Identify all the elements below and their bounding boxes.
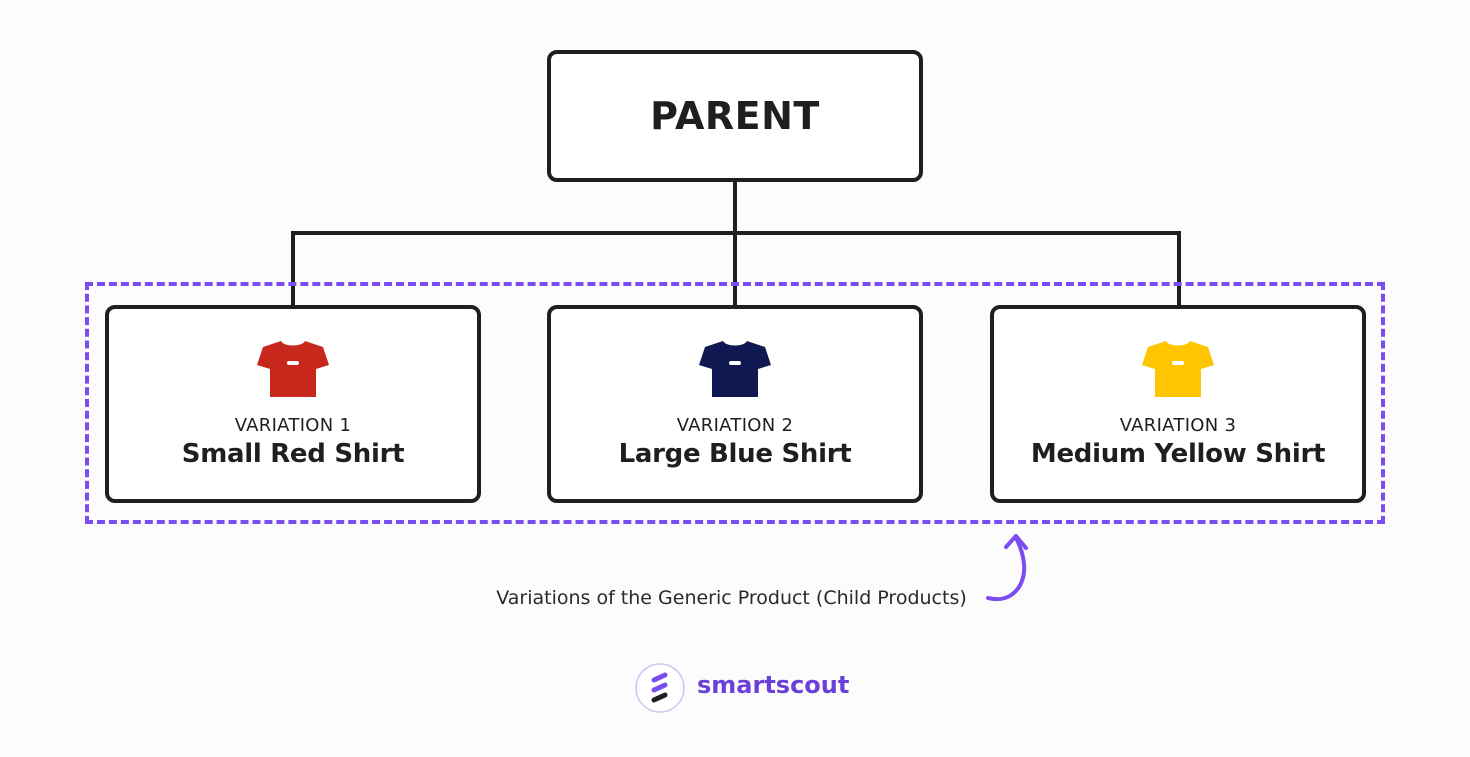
child-products-group-outline xyxy=(85,282,1385,524)
variation-name: Large Blue Shirt xyxy=(618,439,852,469)
variation-label: VARIATION 3 xyxy=(1119,415,1237,436)
t-shirt-icon xyxy=(699,341,771,397)
variation-name: Small Red Shirt xyxy=(181,439,405,469)
child-node-2: VARIATION 2 Large Blue Shirt xyxy=(547,305,923,503)
child-node-1: VARIATION 1 Small Red Shirt xyxy=(105,305,481,503)
parent-node: PARENT xyxy=(547,50,923,182)
t-shirt-icon xyxy=(257,341,329,397)
variation-name: Medium Yellow Shirt xyxy=(1030,439,1326,469)
t-shirt-icon xyxy=(1142,341,1214,397)
group-caption: Variations of the Generic Product (Child… xyxy=(496,587,967,609)
brand-name: smartscout xyxy=(697,671,850,699)
smartscout-logo-icon xyxy=(635,663,685,713)
parent-label: PARENT xyxy=(650,94,820,138)
variation-label: VARIATION 2 xyxy=(676,415,794,436)
variation-label: VARIATION 1 xyxy=(234,415,352,436)
child-node-3: VARIATION 3 Medium Yellow Shirt xyxy=(990,305,1366,503)
